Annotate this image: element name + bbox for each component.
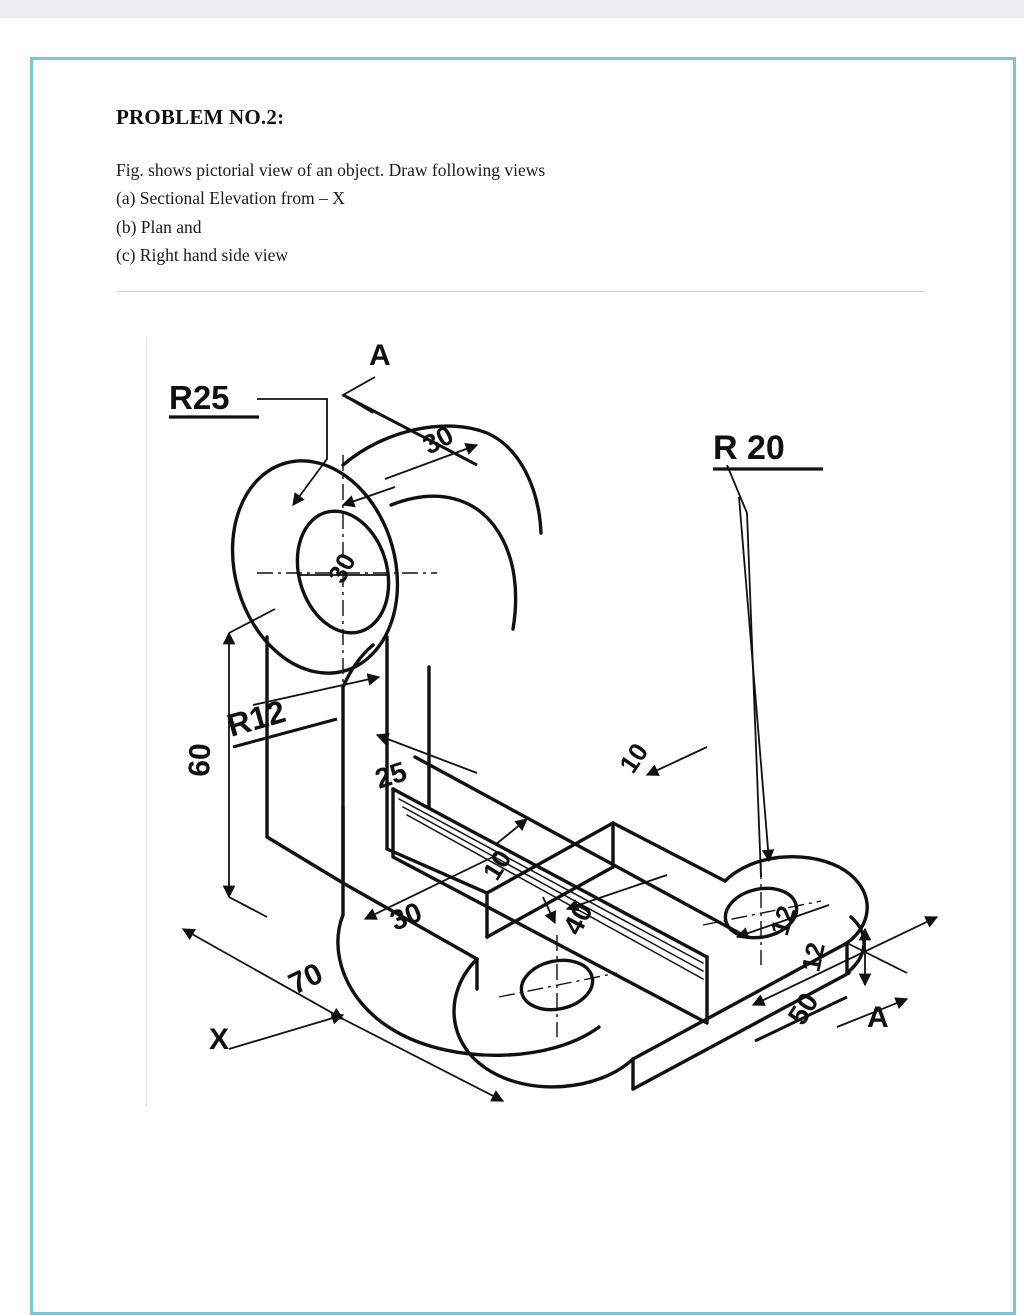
section-a-bottom-arrow bbox=[836, 997, 909, 1028]
dim60-ext-top bbox=[228, 608, 276, 634]
label-dim-70: 70 bbox=[284, 957, 328, 1001]
base-left-top-edge bbox=[341, 881, 479, 961]
centre-lines bbox=[257, 455, 822, 1037]
dim50-line bbox=[751, 916, 939, 1006]
boss-outer-front-ellipse bbox=[230, 459, 400, 675]
browser-top-strip bbox=[0, 0, 1024, 18]
r12-leader bbox=[252, 673, 381, 706]
base-back-right-edge bbox=[611, 821, 727, 883]
rib-front-face bbox=[391, 787, 709, 1025]
label-dim-60: 60 bbox=[183, 743, 217, 778]
problem-item-b: (b) Plan and bbox=[116, 216, 202, 237]
label-dim-10-rib: 10 bbox=[613, 738, 654, 779]
r25-leader bbox=[257, 398, 328, 507]
dim70-line-right bbox=[342, 1018, 505, 1102]
dim40-line bbox=[542, 896, 556, 925]
section-a-bottom-line bbox=[754, 995, 848, 1043]
boss-top-back-edge bbox=[341, 424, 543, 535]
rib-top-back-edge bbox=[413, 755, 741, 935]
dimension-labels: R25 A 30 30 R12 60 25 30 10 10 40 R 20 1… bbox=[169, 339, 889, 1056]
label-hole-dia-top: 30 bbox=[322, 548, 362, 588]
dim30-base-line bbox=[363, 854, 498, 920]
section-divider bbox=[117, 291, 925, 293]
rear-hole-centreline-h bbox=[702, 900, 822, 926]
dim70-line-left bbox=[181, 928, 345, 1020]
base-right-round-arc bbox=[723, 855, 869, 945]
label-view-x: X bbox=[209, 1023, 229, 1056]
dim60-ext-bottom bbox=[228, 896, 268, 918]
label-r20: R 20 bbox=[713, 429, 785, 467]
r20-leader-stub bbox=[726, 464, 762, 878]
dim40-line2 bbox=[565, 874, 668, 912]
label-dim-30-base: 30 bbox=[386, 896, 427, 936]
figure-container: R25 A 30 30 R12 60 25 30 10 10 40 R 20 1… bbox=[146, 337, 946, 1107]
label-section-a-top: A bbox=[369, 339, 391, 372]
label-r25: R25 bbox=[169, 379, 230, 416]
dim30-top-line2 bbox=[341, 486, 396, 508]
view-x-arrow bbox=[228, 1012, 345, 1050]
base-back-left-edge bbox=[385, 847, 489, 895]
base-back-notch-edge bbox=[485, 821, 615, 895]
base-notch-lower-edge bbox=[485, 865, 615, 939]
problem-item-a: (a) Sectional Elevation from – X bbox=[116, 188, 345, 209]
base-front-left-arc bbox=[452, 957, 635, 1089]
object-outline bbox=[230, 424, 869, 1091]
dimension-lines bbox=[181, 376, 939, 1102]
label-dim-25: 25 bbox=[371, 756, 410, 795]
dim30-top-line bbox=[384, 443, 479, 480]
label-dim-12-thickness: 12 bbox=[796, 940, 831, 975]
wall-fillet-r12 bbox=[341, 643, 375, 689]
front-hole-centreline-h bbox=[498, 972, 618, 998]
isometric-object-drawing: R25 A 30 30 R12 60 25 30 10 10 40 R 20 1… bbox=[169, 339, 939, 1102]
page-title: PROBLEM NO.2: bbox=[116, 105, 285, 129]
base-bottom-long-edge bbox=[631, 971, 851, 1091]
boss-hole-ellipse bbox=[295, 509, 391, 635]
problem-item-c: (c) Right hand side view bbox=[116, 245, 289, 266]
r20-leader bbox=[738, 496, 775, 863]
label-section-a-bottom: A bbox=[867, 1001, 889, 1034]
label-r12: R12 bbox=[223, 693, 289, 744]
dim25-line bbox=[375, 733, 478, 774]
rib-shading bbox=[398, 798, 704, 980]
dim10-base-line bbox=[494, 818, 528, 846]
dim12-thick-ext bbox=[846, 942, 908, 974]
boss-top-inner-edge bbox=[389, 494, 518, 631]
dim10-rib-line bbox=[645, 746, 708, 776]
text-content-block: PROBLEM NO.2: Fig. shows pictorial view … bbox=[116, 105, 926, 300]
rib-top-edge bbox=[391, 787, 709, 959]
problem-intro-text: Fig. shows pictorial view of an object. … bbox=[116, 160, 546, 180]
document-card: PROBLEM NO.2: Fig. shows pictorial view … bbox=[30, 57, 1016, 1315]
r12-underline bbox=[232, 717, 338, 749]
section-a-top-line bbox=[342, 393, 478, 467]
